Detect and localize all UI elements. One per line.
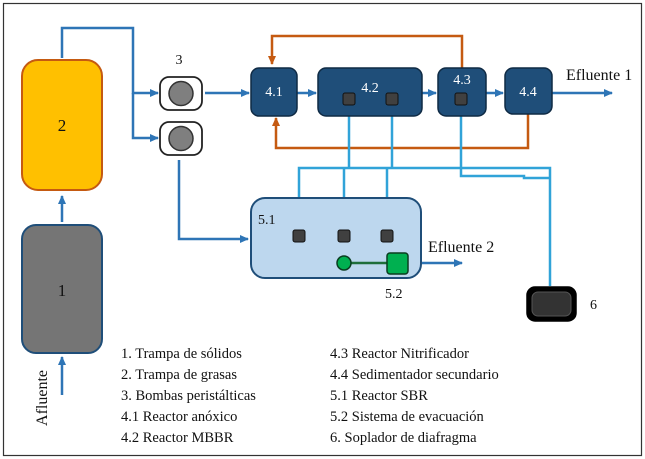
legend-item: 4.3 Reactor Nitrificador	[330, 346, 469, 362]
legend-item: 4.1 Reactor anóxico	[121, 409, 237, 425]
unit-4-4-label: 4.4	[519, 85, 537, 100]
pump-a-rotor	[168, 80, 194, 107]
legend-item: 1. Trampa de sólidos	[121, 346, 242, 362]
legend-item: 4.2 Reactor MBBR	[121, 430, 234, 446]
unit-5-2-label: 5.2	[385, 287, 403, 302]
unit-6-label: 6	[590, 298, 597, 313]
unit-4-1-label: 4.1	[265, 85, 283, 100]
air-line-4-3	[459, 104, 550, 180]
pipe-2-to-pump-a	[60, 26, 159, 97]
unit-1-label: 1	[58, 281, 67, 300]
blower-inner	[531, 291, 572, 317]
sludge-recirculation-line	[272, 113, 530, 150]
diffuser-icon	[385, 92, 399, 106]
sbr-reactor	[250, 197, 422, 279]
unit-5-1-label: 5.1	[258, 213, 276, 228]
unit-4-3-label: 4.3	[453, 73, 471, 88]
influent-label: Afluente	[34, 370, 51, 426]
solids-trap	[21, 224, 103, 354]
nitrifying-reactor	[437, 67, 487, 117]
legend-item: 5.1 Reactor SBR	[330, 388, 428, 404]
unit-2-label: 2	[58, 116, 67, 135]
diffuser-icon	[380, 229, 394, 243]
pipe-2-to-pump-b	[131, 93, 159, 142]
legend-item: 5.2 Sistema de evacuación	[330, 409, 485, 425]
pipe-pump-to-5-1	[177, 160, 249, 243]
evacuation-pump-icon	[386, 252, 409, 275]
legend: 1. Trampa de sólidos 2. Trampa de grasas…	[121, 346, 499, 446]
legend-item: 3. Bombas peristálticas	[121, 388, 256, 404]
secondary-settler	[504, 67, 553, 115]
diffuser-icon	[337, 229, 351, 243]
diffuser-icon	[292, 229, 306, 243]
legend-item: 2. Trampa de grasas	[121, 367, 237, 383]
legend-item: 6. Soplador de diafragma	[330, 430, 477, 446]
unit-4-2-label: 4.2	[361, 81, 379, 96]
effluent-1-label: Efluente 1	[566, 67, 632, 84]
unit-3-label: 3	[176, 53, 183, 68]
diffuser-icon	[454, 92, 468, 106]
nitrate-recirculation-line	[268, 34, 464, 70]
grease-trap	[21, 59, 103, 191]
anoxic-reactor	[250, 67, 298, 117]
effluent-2-label: Efluente 2	[428, 239, 494, 256]
float-switch-icon	[336, 255, 352, 271]
pump-b-rotor	[168, 125, 194, 152]
diffuser-icon	[342, 92, 356, 106]
legend-item: 4.4 Sedimentador secundario	[330, 367, 499, 383]
